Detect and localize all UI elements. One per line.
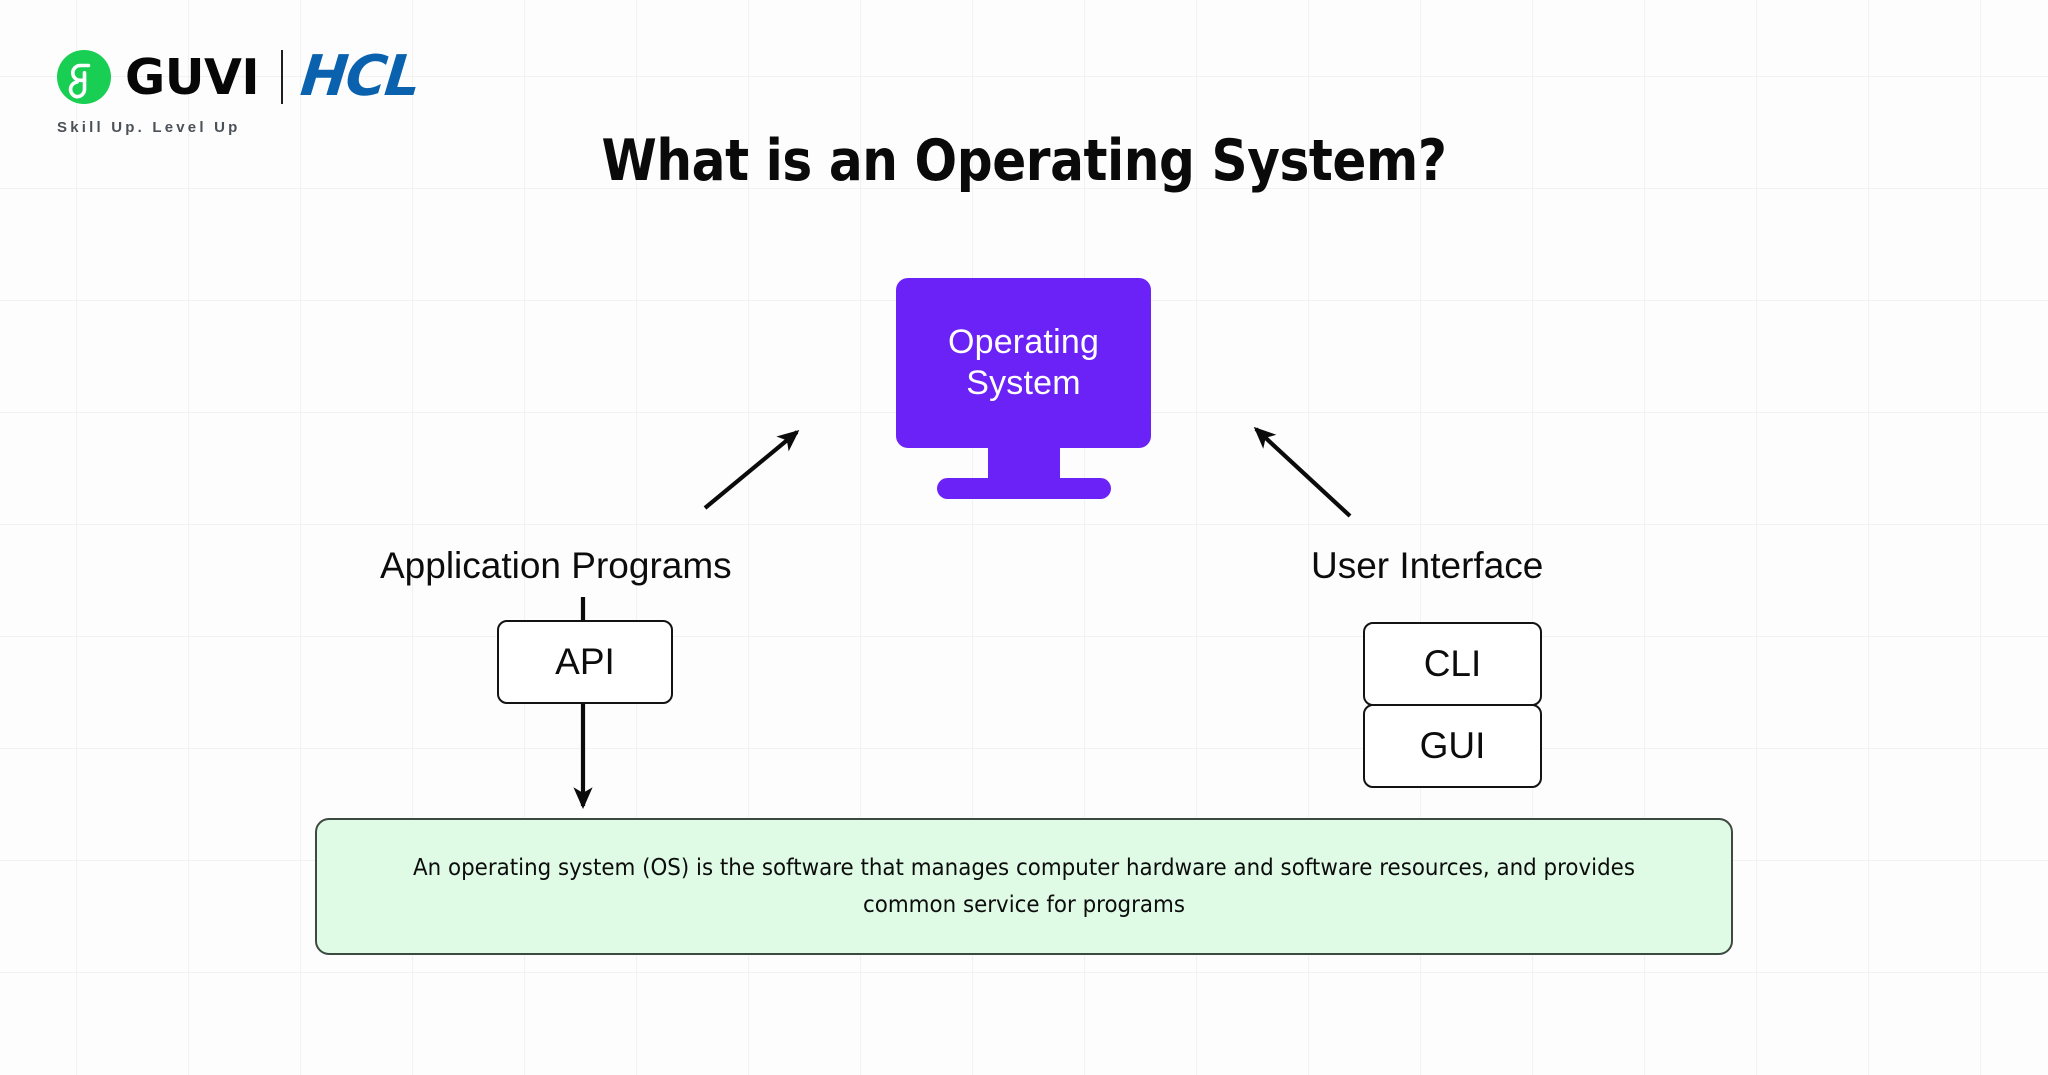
- guvi-g-mark-icon: [57, 50, 111, 104]
- hcl-wordmark: HCL: [297, 44, 423, 109]
- user-interface-to-os-arrow: [1253, 426, 1352, 518]
- api-box: API: [497, 620, 673, 704]
- brand-row: GUVI HCL: [55, 44, 423, 109]
- brand-tagline: Skill Up. Level Up: [57, 119, 241, 136]
- application-programs-label: Application Programs: [380, 545, 732, 586]
- cli-box-label: CLI: [1423, 643, 1482, 684]
- application-programs-to-os-arrow: [703, 430, 800, 510]
- brand-lockup: GUVI HCL Skill Up. Level Up: [55, 44, 423, 136]
- monitor-stand-base: [937, 478, 1111, 499]
- operating-system-node: Operating System: [896, 278, 1151, 448]
- page-title: What is an Operating System?: [601, 128, 1447, 194]
- api-box-label: API: [555, 641, 615, 682]
- definition-text: An operating system (OS) is the software…: [413, 855, 1635, 918]
- os-label-line-1: Operating: [947, 322, 1100, 361]
- guvi-wordmark: GUVI: [125, 48, 260, 106]
- definition-callout: An operating system (OS) is the software…: [315, 818, 1733, 955]
- gui-box: GUI: [1363, 704, 1542, 788]
- gui-box-label: GUI: [1419, 725, 1486, 766]
- cli-box: CLI: [1363, 622, 1542, 706]
- brand-divider: [281, 50, 284, 104]
- operating-system-node-label: Operating System: [948, 322, 1099, 405]
- os-label-line-2: System: [966, 364, 1081, 402]
- monitor-stand-neck: [988, 448, 1060, 483]
- user-interface-label: User Interface: [1311, 545, 1544, 586]
